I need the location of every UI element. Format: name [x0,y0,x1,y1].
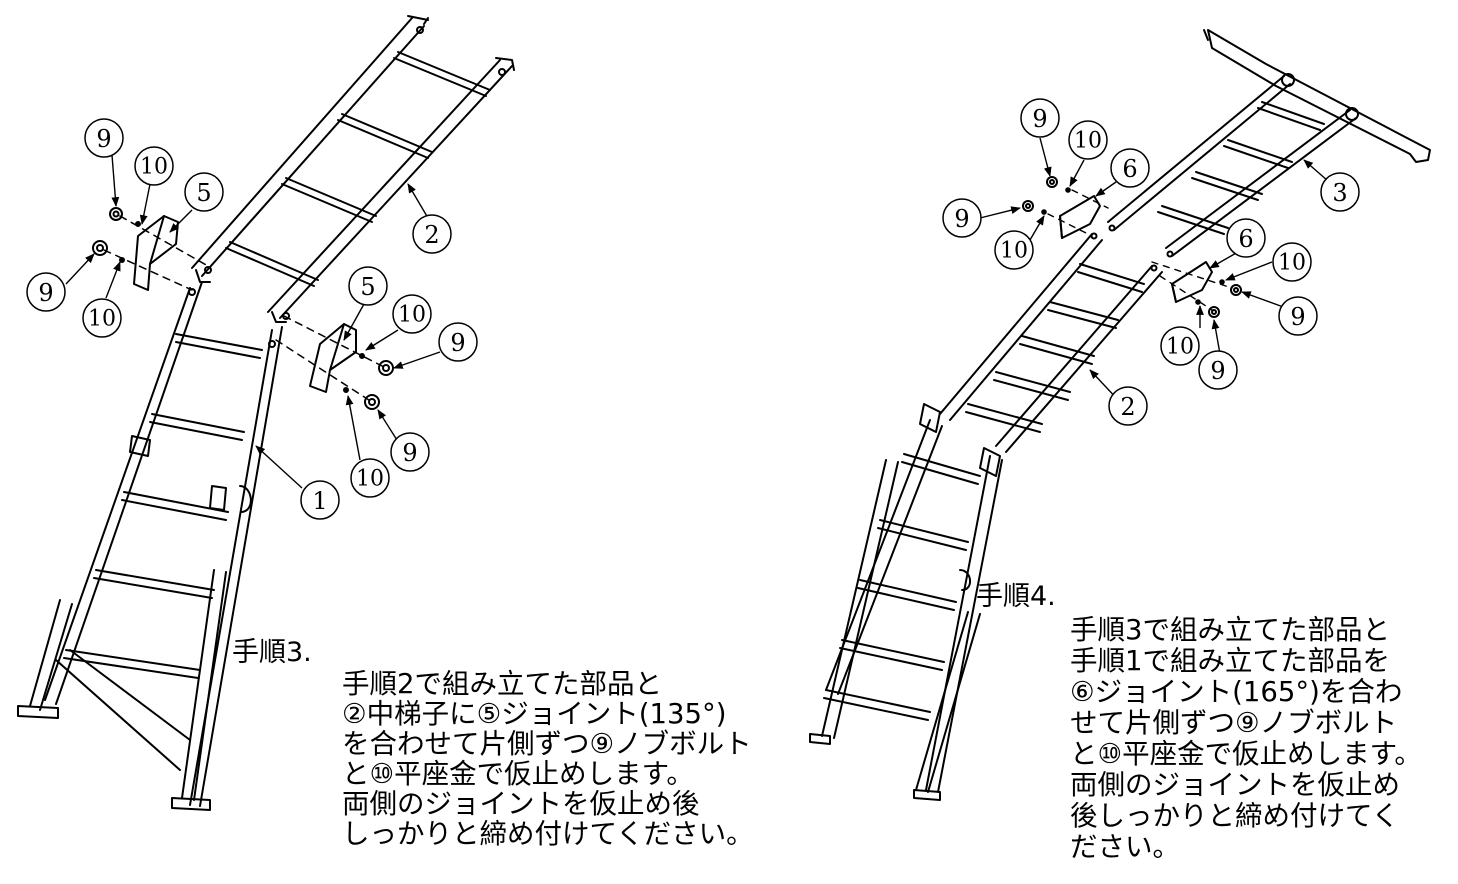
knob-bolts-right [1022,176,1242,318]
svg-text:6: 6 [1122,155,1137,183]
svg-text:2: 2 [424,221,439,249]
svg-text:10: 10 [140,155,168,180]
callout-left-knob-d: 9 [390,432,430,472]
step4-line: ⑥ジョイント(165°)を合わ [1070,676,1403,708]
callout-left-knob-b: 9 [26,272,66,312]
svg-text:10: 10 [88,307,116,332]
callout-left-part-1: 1 [300,480,340,520]
step3-line: を合わせて片側ずつ⑨ノブボルト [342,728,752,760]
step4-line: 手順1で組み立てた部品を [1070,645,1390,677]
lower-ladder-right [809,403,1003,801]
step4-line: ださい。 [1070,831,1180,863]
callout-left-knob-a: 9 [84,118,124,158]
step4-line: と⑩平座金で仮止めします。 [1070,738,1422,770]
assembly-lines-left [103,215,387,403]
callout-right-knob-b: 9 [942,198,982,238]
callout-right-part-2: 2 [1108,386,1148,426]
step4-line: 後しっかりと締め付けてく [1070,800,1400,832]
middle-ladder-right [939,232,1163,453]
callout-right-knob-a: 9 [1020,98,1060,138]
knob-bolts-left [92,207,394,410]
step4-title: 手順4. [976,581,1056,612]
step3-line: ②中梯子に⑤ジョイント(135°) [342,698,727,730]
svg-text:10: 10 [1166,335,1194,360]
svg-text:9: 9 [1210,357,1225,385]
step3-line: 手順2で組み立てた部品と [342,668,662,700]
callout-right-washer-c: 10 [1272,242,1312,282]
svg-text:10: 10 [1278,251,1306,276]
svg-text:5: 5 [196,179,211,207]
svg-text:10: 10 [356,467,384,492]
step3-line: と⑩平座金で仮止めします。 [342,758,694,790]
step4-line: せて片側ずつ⑨ノブボルト [1070,707,1398,739]
callouts: 9 10 5 9 10 2 5 10 9 9 10 1 9 10 6 9 10 … [26,98,1360,520]
svg-text:3: 3 [1332,179,1347,207]
callout-right-knob-d: 9 [1198,350,1238,390]
joint-5-lower [309,323,357,393]
callout-left-joint-lower: 5 [348,266,388,306]
callout-right-washer-d: 10 [1160,326,1200,366]
svg-text:10: 10 [1000,239,1028,264]
upper-ladder-part-3 [1107,29,1431,258]
callout-left-washer-a: 10 [134,146,174,186]
callout-right-knob-c: 9 [1278,296,1318,336]
svg-text:9: 9 [38,279,53,307]
washers-right [1041,187,1225,305]
callout-left-part-2: 2 [412,214,452,254]
svg-text:10: 10 [1074,129,1102,154]
callout-right-joint-a: 6 [1110,148,1150,188]
lower-ladder-part-1 [17,281,283,811]
callout-left-joint-upper: 5 [184,172,224,212]
step3-line: 両側のジョイントを仮止め後 [342,788,700,820]
svg-text:2: 2 [1120,393,1135,421]
callout-right-washer-b: 10 [994,230,1034,270]
callout-right-part-3: 3 [1320,172,1360,212]
svg-text:9: 9 [1032,105,1047,133]
callout-left-washer-c: 10 [392,294,432,334]
step3-line: しっかりと締め付けてください。 [342,818,754,850]
svg-text:9: 9 [1290,303,1305,331]
svg-text:9: 9 [954,205,969,233]
svg-text:9: 9 [402,439,417,467]
callout-left-washer-b: 10 [82,298,122,338]
callout-right-joint-b: 6 [1226,218,1266,258]
svg-text:6: 6 [1238,225,1253,253]
step3-title: 手順3. [232,637,312,668]
joint-5-upper [133,215,179,291]
callout-right-washer-a: 10 [1068,120,1108,160]
svg-text:10: 10 [398,303,426,328]
svg-text:1: 1 [312,487,327,515]
assembly-lines-right [1047,189,1233,311]
leader-arrows [65,137,1337,489]
joint-6-lower [1171,261,1213,303]
middle-ladder-part-2 [191,15,515,323]
svg-text:9: 9 [450,329,465,357]
step4-line: 手順3で組み立てた部品と [1070,614,1390,646]
callout-left-washer-d: 10 [350,458,390,498]
step4-line: 両側のジョイントを仮止め [1070,769,1400,801]
joint-6-upper [1059,195,1101,239]
callout-left-knob-c: 9 [438,322,478,362]
svg-text:9: 9 [96,125,111,153]
svg-text:5: 5 [360,273,375,301]
